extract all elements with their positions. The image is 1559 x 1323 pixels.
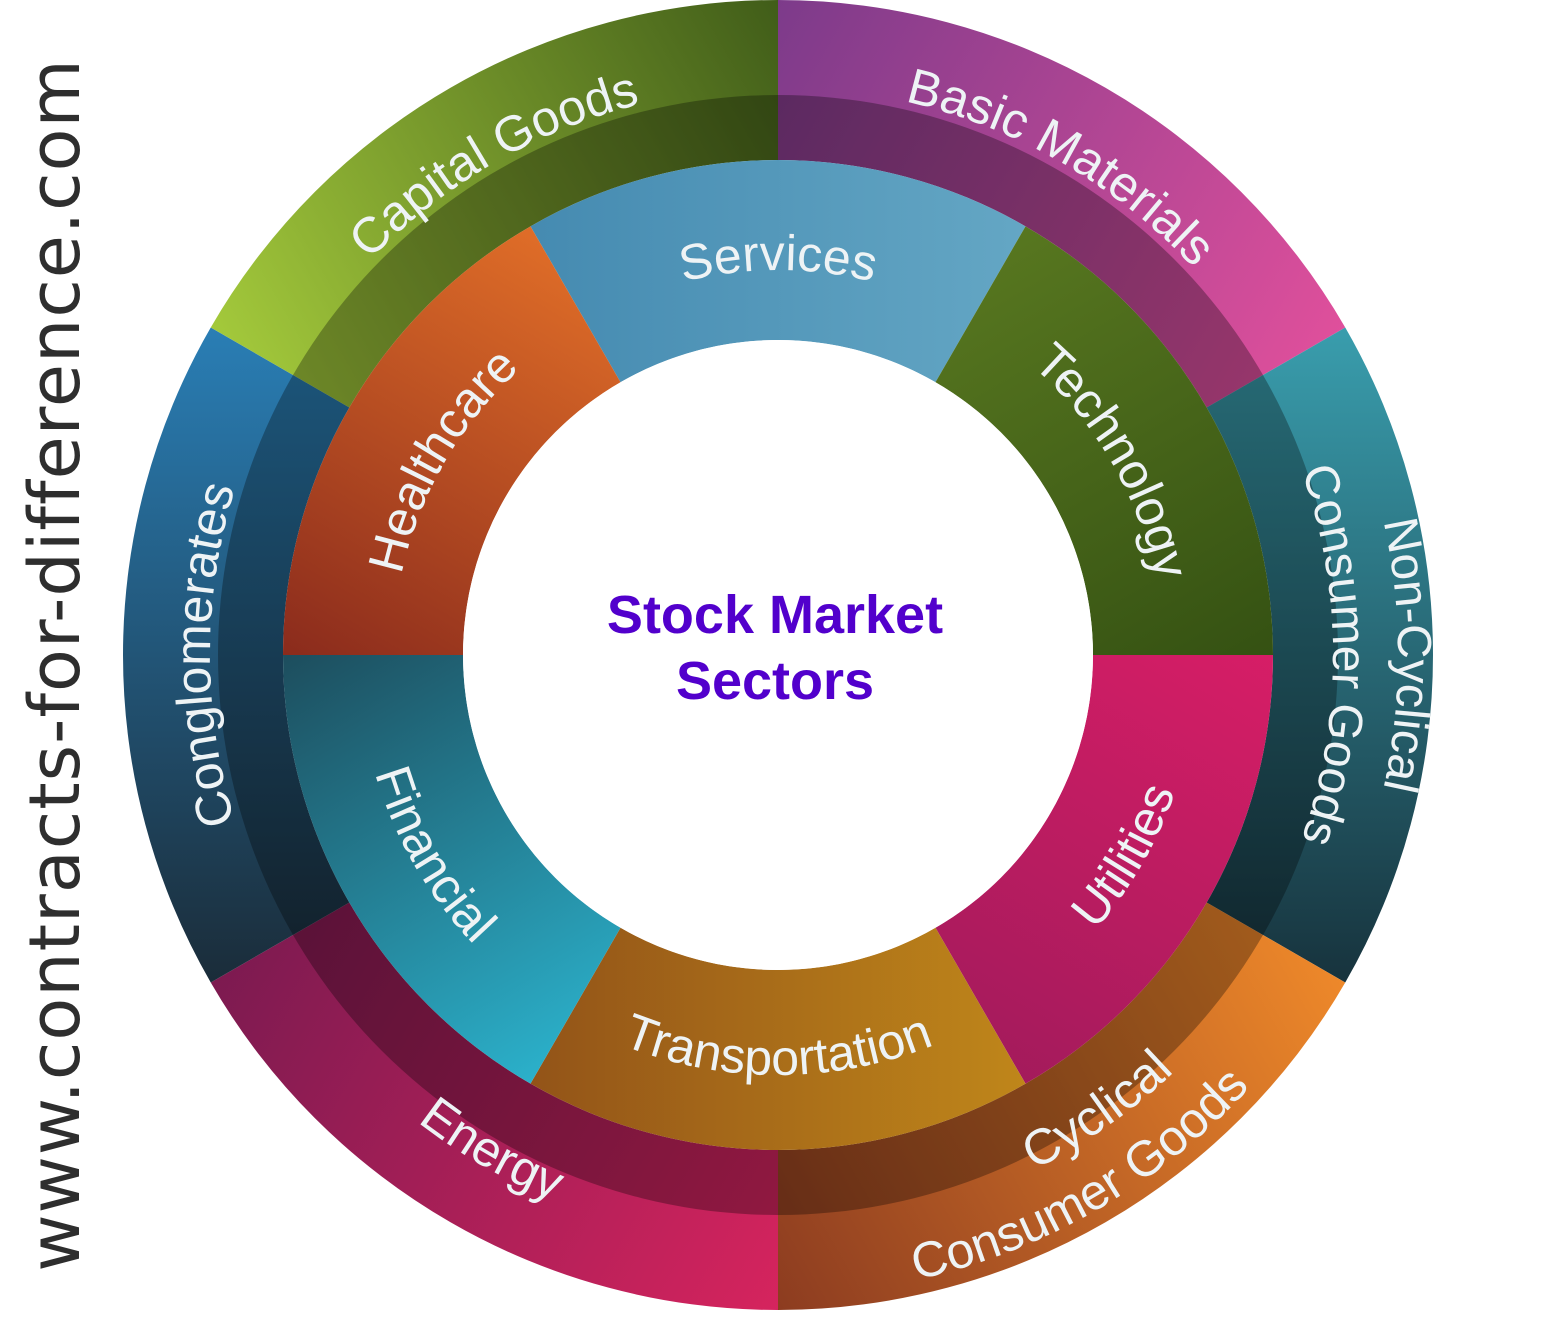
inner-segment-technology <box>935 226 1273 655</box>
watermark-url: www.contracts-for-difference.com <box>14 58 96 1272</box>
outer-segment-capital-goods <box>210 0 778 408</box>
inner-segment-financial <box>283 655 621 1084</box>
title-line-2: Sectors <box>675 651 875 711</box>
outer-segment-conglomerates <box>122 327 350 983</box>
outer-segment-energy <box>210 902 778 1310</box>
outer-segment-non-cyclical-consumer-goods <box>1206 327 1433 983</box>
outer-segment-cyclical-consumer-goods <box>778 902 1346 1310</box>
inner-segment-healthcare <box>283 226 621 655</box>
title-line-1: Stock Market <box>606 585 944 645</box>
inner-segment-utilities <box>935 655 1273 1084</box>
outer-ring <box>122 0 1433 1310</box>
outer-segment-basic-materials <box>778 0 1346 408</box>
inner-ring <box>283 159 1273 1150</box>
center-circle <box>463 340 1093 970</box>
inner-segment-transportation <box>530 927 1026 1150</box>
diagram-title: Stock Market Sectors <box>560 582 990 714</box>
inner-segment-services <box>530 159 1026 383</box>
